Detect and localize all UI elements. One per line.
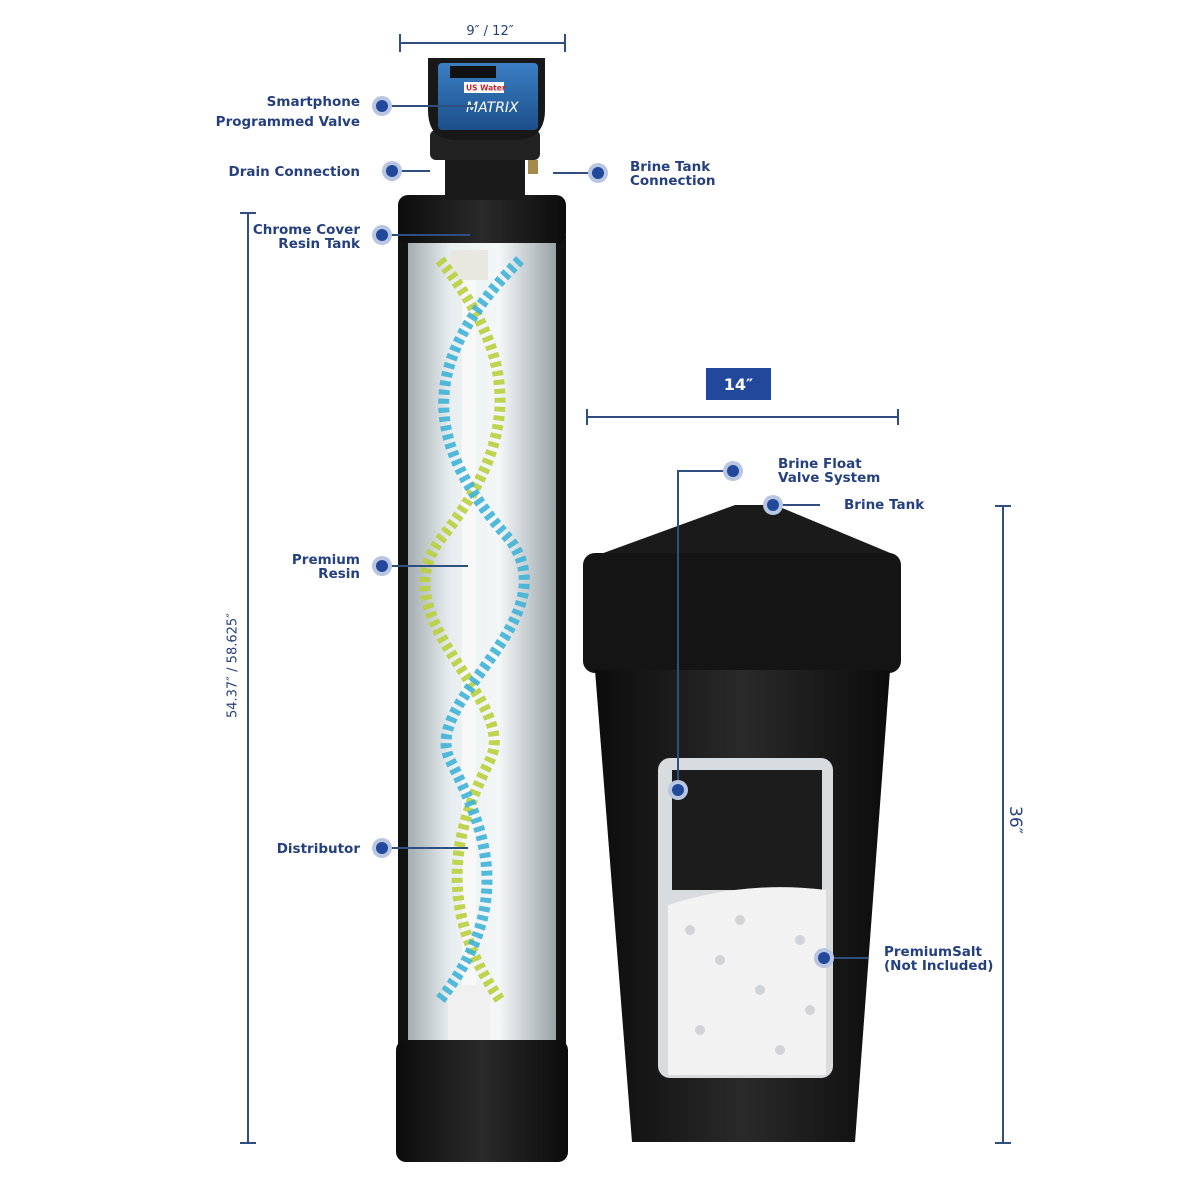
label-line: Premium [291,552,360,568]
label-distributor: Distributor [276,841,360,857]
label-line: Brine Float [778,456,862,472]
logo-us-water: US Water [466,84,506,93]
label-chrome-cover: Chrome Cover Resin Tank [160,223,360,251]
label-premium-resin: Premium Resin [160,553,360,581]
resin-tank-height-dimension: 54.37″ / 58.625″ [225,612,241,719]
label-brine-tank: Brine Tank [844,497,925,513]
label-line: Brine Tank [630,159,711,175]
label-brine-float: Brine Float Valve System [778,457,928,485]
callout-dots [372,96,834,968]
logo-matrix: MATRIX [466,100,519,116]
label-line: (Not Included) [884,958,994,974]
label-smartphone-valve: Smartphone Programmed Valve [160,92,360,132]
label-brine-tank-connection: Brine Tank Connection [630,160,780,188]
label-line: Valve System [778,470,881,486]
label-premium-salt: PremiumSalt (Not Included) [884,945,1024,973]
label-line: Resin Tank [278,236,360,252]
label-line: Smartphone [266,94,360,110]
label-line: Programmed Valve [215,114,360,130]
brine-tank-width-badge: 14″ [706,368,771,400]
label-line: Chrome Cover [252,222,360,238]
label-line: Connection [630,173,716,189]
brine-tank [583,505,901,1142]
dimension-lines [240,34,1011,1144]
valve-width-dimension: 9″ / 12″ [466,24,514,39]
label-line: PremiumSalt [884,944,982,960]
label-line: Resin [318,566,360,582]
label-drain-connection: Drain Connection [228,164,360,180]
control-valve: US Water MATRIX [428,58,545,200]
resin-tank [396,195,568,1162]
brine-tank-height-dimension: 36″ [1005,806,1025,834]
